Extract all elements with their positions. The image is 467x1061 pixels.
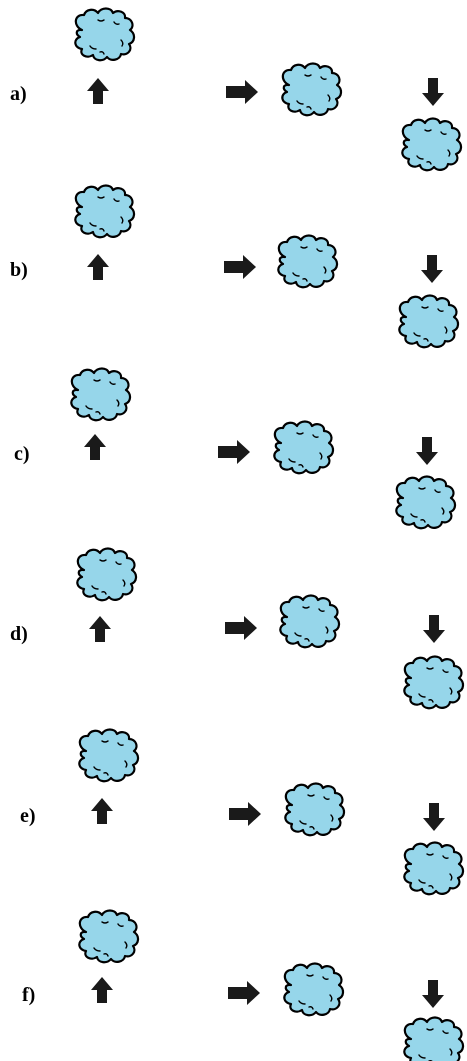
cloud-icon xyxy=(279,594,341,649)
up-arrow-icon xyxy=(87,78,109,104)
cloud-icon xyxy=(403,655,465,710)
up-arrow-icon xyxy=(91,798,113,824)
cloud-icon xyxy=(78,909,140,964)
row-label: e) xyxy=(20,805,36,827)
cloud-icon xyxy=(281,62,343,117)
up-arrow-icon xyxy=(89,616,111,642)
right-arrow-icon xyxy=(218,440,250,464)
up-arrow-icon xyxy=(84,434,106,460)
cloud-icon xyxy=(273,420,335,475)
down-arrow-icon xyxy=(423,803,445,831)
diagram-row: c) xyxy=(14,367,457,530)
diagram-row: b) xyxy=(10,184,460,349)
cloud-icon xyxy=(74,184,136,239)
diagram-row: a) xyxy=(10,7,463,172)
down-arrow-icon xyxy=(416,437,438,465)
right-arrow-icon xyxy=(226,80,258,104)
down-arrow-icon xyxy=(422,78,444,106)
row-label: b) xyxy=(10,259,28,281)
cloud-icon xyxy=(70,367,132,422)
cloud-icon xyxy=(401,117,463,172)
cloud-icon xyxy=(403,1016,465,1061)
right-arrow-icon xyxy=(229,802,261,826)
rows-layer: a) b) c) d) e) f) xyxy=(10,7,465,1061)
right-arrow-icon xyxy=(228,981,260,1005)
down-arrow-icon xyxy=(422,980,444,1008)
down-arrow-icon xyxy=(421,255,443,283)
diagram-row: d) xyxy=(10,547,465,710)
diagram-row: f) xyxy=(22,909,465,1061)
right-arrow-icon xyxy=(224,255,256,279)
cloud-icon xyxy=(76,547,138,602)
row-label: c) xyxy=(14,443,30,465)
cloud-icon xyxy=(74,7,136,62)
cloud-icon xyxy=(78,728,140,783)
diagram-row: e) xyxy=(20,728,465,896)
up-arrow-icon xyxy=(91,977,113,1003)
row-label: d) xyxy=(10,623,28,645)
right-arrow-icon xyxy=(225,616,257,640)
cloud-icon xyxy=(398,294,460,349)
row-label: a) xyxy=(10,83,27,105)
cloud-icon xyxy=(283,962,345,1017)
cloud-icon xyxy=(403,841,465,896)
down-arrow-icon xyxy=(423,615,445,643)
cloud-icon xyxy=(284,782,346,837)
cloud-icon xyxy=(277,234,339,289)
cloud-icon xyxy=(395,475,457,530)
row-label: f) xyxy=(22,984,35,1006)
up-arrow-icon xyxy=(87,254,109,280)
